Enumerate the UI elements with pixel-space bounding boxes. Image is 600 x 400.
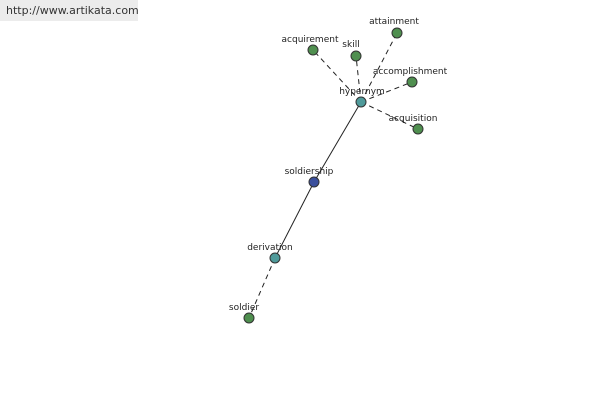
node-label-acquisition: acquisition xyxy=(389,114,438,124)
node-soldier[interactable]: soldier xyxy=(229,303,259,324)
node-label-attainment: attainment xyxy=(369,17,419,27)
node-layer: hypernym soldiership derivation soldier … xyxy=(229,17,448,324)
edge-derivation-soldier xyxy=(248,257,276,319)
node-label-skill: skill xyxy=(342,40,359,50)
node-hypernym[interactable]: hypernym xyxy=(339,87,385,108)
node-skill[interactable]: skill xyxy=(342,40,362,62)
edge-hypernym-attainment xyxy=(360,32,398,103)
node-attainment[interactable]: attainment xyxy=(369,17,419,39)
source-url[interactable]: http://www.artikata.com xyxy=(0,0,139,21)
edge-soldiership-hypernym xyxy=(313,101,362,183)
edge-hypernym-skill xyxy=(355,55,362,103)
node-acquisition[interactable]: acquisition xyxy=(389,114,438,135)
edge-hypernym-accomplishment xyxy=(360,81,413,103)
node-label-soldiership: soldiership xyxy=(285,167,334,177)
edge-hypernym-acquirement xyxy=(312,49,362,103)
edge-soldiership-derivation xyxy=(274,181,315,259)
node-label-hypernym: hypernym xyxy=(339,87,385,97)
node-accomplishment[interactable]: accomplishment xyxy=(373,67,448,88)
node-derivation[interactable]: derivation xyxy=(247,243,293,264)
node-label-accomplishment: accomplishment xyxy=(373,67,448,77)
edge-hypernym-acquisition xyxy=(360,101,419,130)
node-acquirement[interactable]: acquirement xyxy=(282,35,339,56)
node-label-soldier: soldier xyxy=(229,303,259,313)
node-soldiership[interactable]: soldiership xyxy=(285,167,334,188)
node-label-acquirement: acquirement xyxy=(282,35,339,45)
node-label-derivation: derivation xyxy=(247,243,293,253)
edge-layer xyxy=(248,32,419,319)
